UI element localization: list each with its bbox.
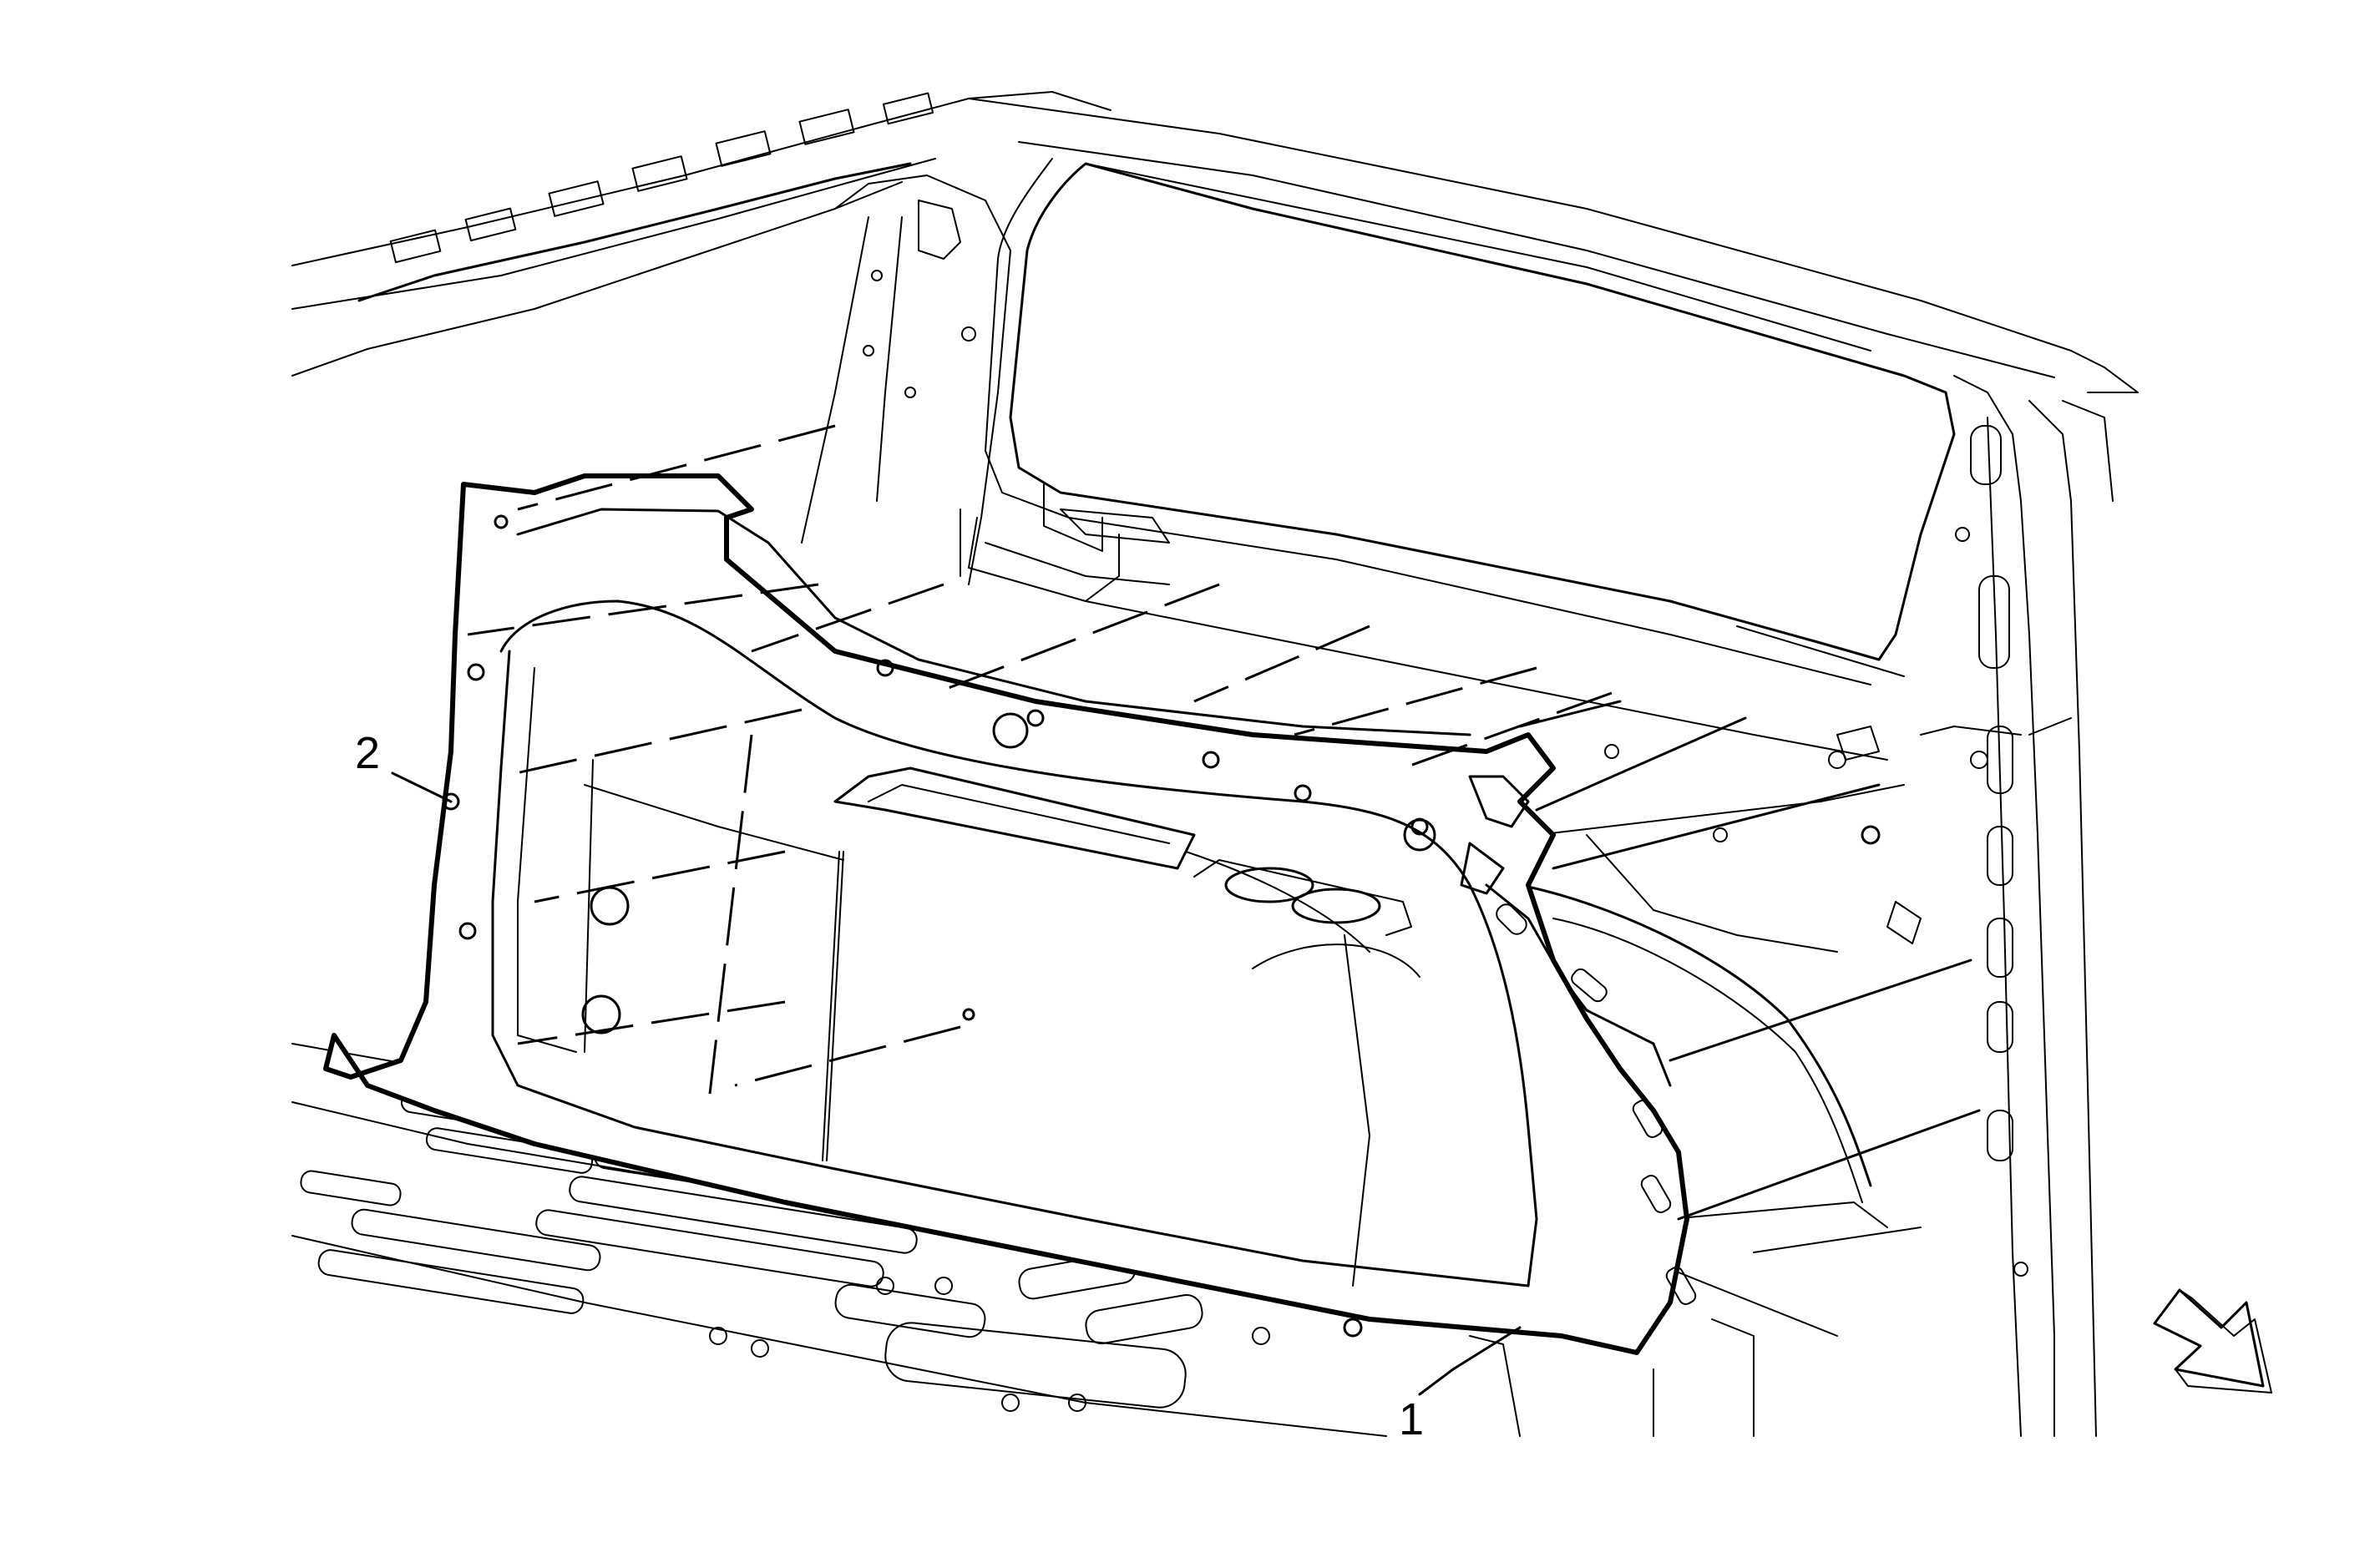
storage-tray (833, 766, 1196, 870)
callout-2: 2 (355, 728, 453, 803)
alignment-leader-lines (467, 424, 1981, 1221)
roof-rail-slots (389, 92, 934, 264)
front-direction-arrow-icon (2153, 1288, 2272, 1394)
callout-label-2: 2 (355, 728, 380, 778)
retainer-clips (442, 514, 1881, 1338)
floor-bolts (709, 1277, 1270, 1412)
vehicle-body-structure (291, 91, 2139, 1437)
quarter-inner-trim-panel (323, 473, 1697, 1355)
access-hole-lower (581, 994, 621, 1034)
trim-hole (992, 712, 1029, 749)
cupholder-recesses (1193, 859, 1412, 936)
callout-1: 1 (1399, 1326, 1522, 1444)
callout-label-1: 1 (1399, 1394, 1424, 1444)
